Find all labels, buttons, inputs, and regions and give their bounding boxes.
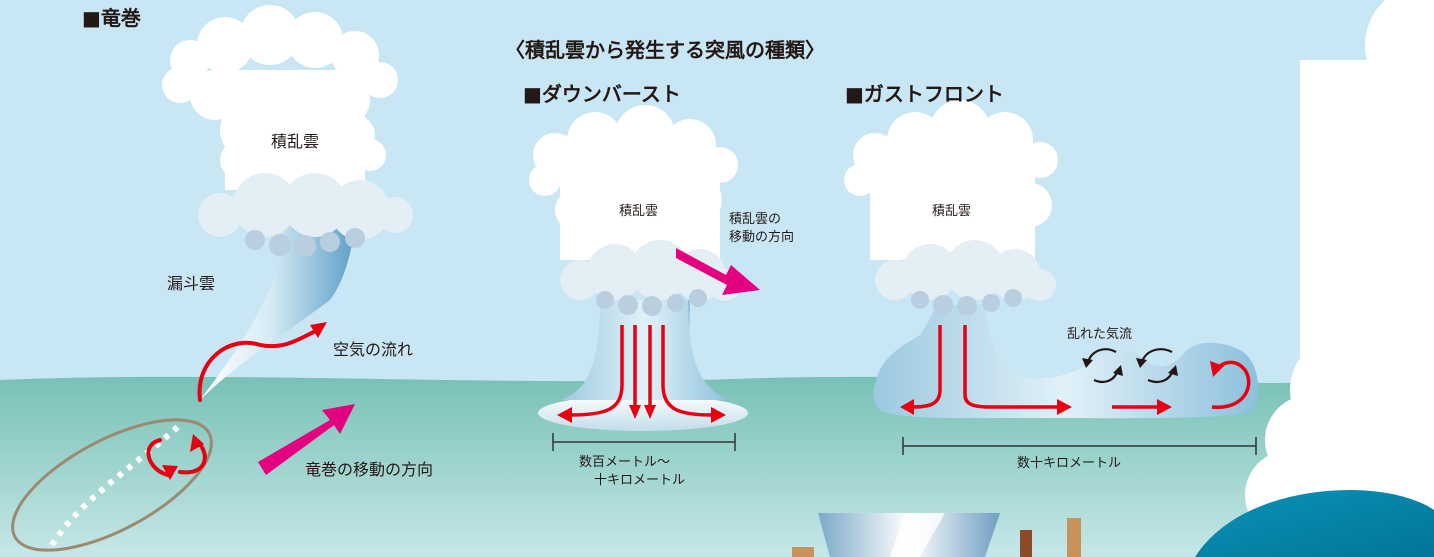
gustfront-heading: ■ガストフロント [845, 82, 1004, 106]
tornado-cloud-label: 積乱雲 [271, 132, 320, 151]
downburst-base [538, 395, 748, 431]
tornado-heading: ■竜巻 [82, 6, 141, 30]
downburst-cloud [529, 105, 741, 316]
tornado-movement-label: 竜巻の移動の方向 [305, 460, 434, 479]
turbulence-label: 乱れた気流 [1067, 327, 1133, 342]
downburst-cloud-label: 積乱雲 [619, 204, 659, 219]
funnel-cloud-label: 漏斗雲 [167, 274, 216, 293]
edge-cloud [1245, 0, 1434, 557]
downburst-scale-label-1: 数百メートル〜 [579, 455, 671, 470]
downburst-arrows [569, 325, 713, 417]
funnel-cloud [200, 225, 355, 400]
downburst-movement-arrow [676, 248, 760, 295]
tornado-movement-arrow [258, 404, 355, 475]
downburst-movement-label-2: 移動の方向 [729, 230, 795, 245]
gustfront-cloud-label: 積乱雲 [932, 204, 972, 219]
gustfront-arrows [911, 325, 1251, 409]
distant-tornado-pillar [792, 513, 1081, 557]
downburst-movement-label-1: 積乱雲の [729, 212, 782, 227]
gustfront-cloud [844, 100, 1058, 316]
teal-dome [1195, 490, 1434, 557]
ground-ellipse [11, 418, 213, 552]
tornado-cloud [162, 5, 413, 257]
gustfront-scale-bar [902, 437, 1257, 455]
downburst-scale-label-2: 十キロメートル [594, 473, 686, 488]
gustfront-scale-label: 数十キロメートル [1017, 456, 1122, 471]
ground [0, 376, 1434, 557]
main-title: 〈積乱雲から発生する突風の種類〉 [505, 38, 825, 62]
gustfront-outflow [873, 305, 1259, 419]
downburst-heading: ■ダウンバースト [523, 82, 681, 106]
airflow-label: 空気の流れ [333, 340, 414, 359]
downburst-scale-bar [552, 433, 736, 451]
